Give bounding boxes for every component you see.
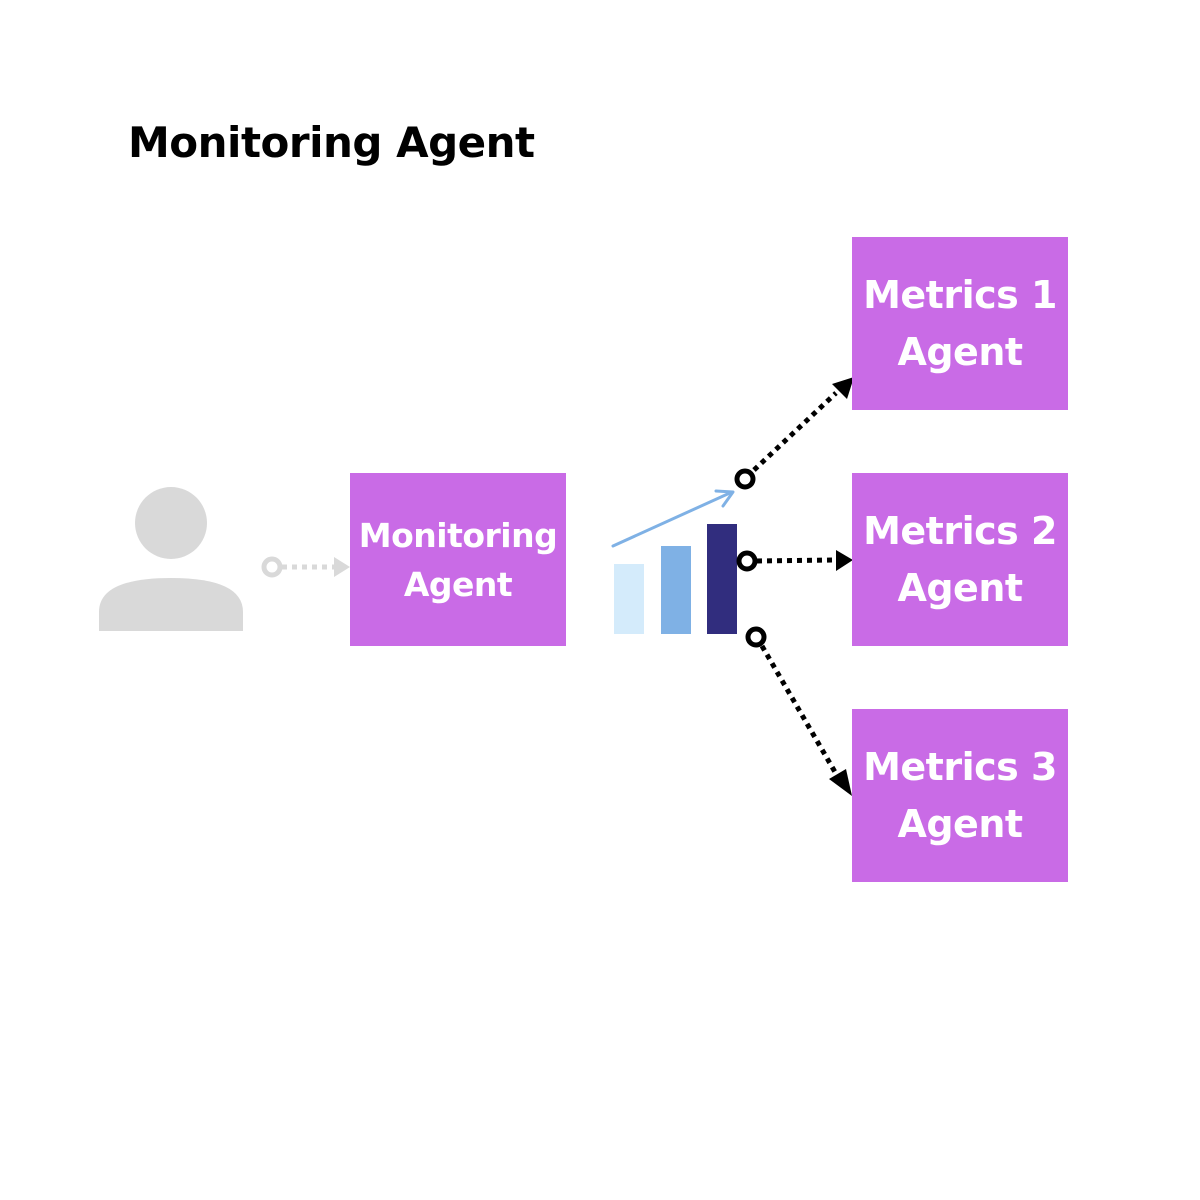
metrics-1-label-line2: Agent [897,329,1023,374]
bar-chart-growth-icon [611,489,737,634]
metrics-1-label-line1: Metrics 1 [863,272,1057,317]
metrics-2-label-line1: Metrics 2 [863,508,1057,553]
connector-to-metrics-2 [736,550,853,572]
monitoring-agent-label-line1: Monitoring [358,515,558,555]
metrics-2-agent-node[interactable]: Metrics 2 Agent [852,473,1068,646]
metrics-2-label-line2: Agent [897,565,1023,610]
monitoring-agent-node[interactable]: Monitoring Agent [350,473,566,646]
metrics-3-agent-node[interactable]: Metrics 3 Agent [852,709,1068,882]
connector-to-metrics-3 [745,626,852,796]
monitoring-agent-label-line2: Agent [403,564,513,604]
connector-to-metrics-1 [734,377,854,490]
page-title: Monitoring Agent [128,118,535,167]
metrics-3-label-line1: Metrics 3 [863,744,1057,789]
user-silhouette-icon [99,487,243,631]
metrics-1-agent-node[interactable]: Metrics 1 Agent [852,237,1068,410]
metrics-3-label-line2: Agent [897,801,1023,846]
user-to-monitoring-connector [261,556,350,578]
